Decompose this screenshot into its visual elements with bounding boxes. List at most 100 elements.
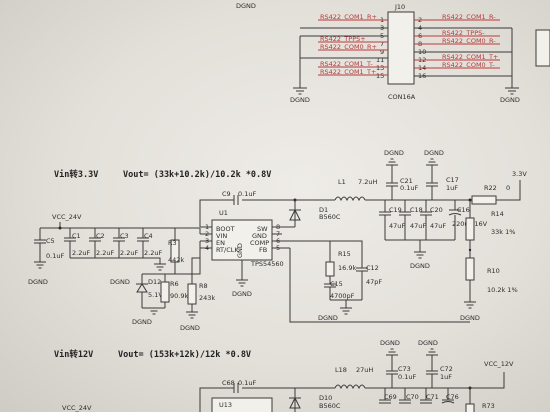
c9-ref: C9: [222, 190, 231, 198]
c18-ref: C18: [410, 206, 423, 214]
r22-ref: R22: [484, 184, 497, 192]
ic-u1: [211, 219, 273, 261]
d10-ref: D10: [319, 394, 332, 402]
u1-pin-rt: RT/CLK: [216, 246, 239, 254]
c73-gnd: DGND: [380, 339, 400, 347]
r15-ref: R15: [338, 250, 351, 258]
c5-value: 0.1uF: [46, 252, 64, 260]
c68-value: 0.1uF: [238, 379, 256, 387]
c69-ref: C69: [384, 393, 397, 401]
c5-gnd: DGND: [28, 278, 48, 286]
u1-pin-vin: VIN: [216, 232, 227, 240]
c17-gnd: DGND: [424, 149, 444, 157]
section1-title: Vin转3.3V: [54, 169, 98, 180]
net-label-right-3: RS422_COM0_R-: [442, 37, 496, 45]
ic-u13: [211, 397, 273, 412]
j10-gnd-left: DGND: [290, 96, 310, 104]
r6-ref: R6: [170, 280, 179, 288]
d12-ref: D12: [148, 278, 161, 286]
u1-gnd: DGND: [232, 290, 252, 298]
r14-value: 33k 1%: [491, 228, 515, 236]
j10-pin-7: 7: [380, 40, 384, 48]
net-label-left-3: RS422_COM0_R+: [320, 43, 377, 51]
c12-ref: C12: [366, 264, 379, 272]
net-3v3: 3.3V: [512, 170, 527, 178]
u1-pin-comp: COMP: [250, 239, 269, 247]
j10-pin-11: 11: [376, 56, 384, 64]
net-label-right-4: RS422_COM1_T+: [442, 53, 498, 61]
j10-pin-9: 9: [380, 48, 384, 56]
c9-value: 0.1uF: [238, 190, 256, 198]
c72-value: 1uF: [440, 373, 452, 381]
c21-ref: C21: [400, 177, 413, 185]
net-vcc12: VCC_12V: [484, 360, 514, 368]
net-label-left-2: RS422_TPPS+: [320, 35, 366, 43]
net-vcc24-2: VCC_24V: [62, 404, 92, 412]
r3-ref: R3: [168, 239, 177, 247]
net-label-left-5: RS422_COM1_T+: [320, 68, 376, 76]
u1-pin-gnd: GND: [252, 232, 267, 240]
r8-value: 243k: [199, 294, 215, 302]
c20-value: 47uF: [430, 222, 446, 230]
j10-ref: J10: [394, 3, 405, 11]
comp-gnd: DGND: [318, 314, 338, 322]
c1-4-gnd: DGND: [110, 278, 130, 286]
r15-value: 16.9k: [338, 264, 356, 272]
c15-value: 4700pF: [330, 292, 355, 300]
c1-ref: C1: [72, 232, 81, 240]
c3-value: 2.2uF: [120, 249, 138, 257]
u1-pin-sw: SW: [257, 225, 268, 233]
r73-ref: R73: [482, 402, 495, 410]
u1-pin-fb: FB: [259, 246, 267, 254]
c68-ref: C68: [222, 379, 235, 387]
net-label-right-2: RS422_TPPS-: [442, 29, 485, 37]
r10-gnd: DGND: [460, 314, 480, 322]
c4-value: 2.2uF: [144, 249, 162, 257]
l18-value: 27uH: [356, 366, 373, 374]
d1-ref: D1: [319, 206, 328, 214]
c21-gnd: DGND: [384, 149, 404, 157]
j10-pin-13: 13: [376, 64, 384, 72]
section2-title: Vin转12V: [54, 349, 93, 360]
d1-value: B560C: [319, 213, 341, 221]
r3-value: 442k: [168, 256, 184, 264]
c73-value: 0.1uF: [398, 373, 416, 381]
l18-ref: L18: [335, 366, 347, 374]
u13-ref: U13: [219, 401, 232, 409]
j10-gnd-right: DGND: [500, 96, 520, 104]
c72-gnd: DGND: [418, 339, 438, 347]
c70-ref: C70: [406, 393, 419, 401]
l1-ref: L1: [338, 178, 346, 186]
c18-value: 47uF: [410, 222, 426, 230]
r10-value: 10.2k 1%: [487, 286, 518, 294]
section1-formula: Vout= (33k+10.2k)/10.2k *0.8V: [123, 170, 271, 180]
c5-ref: C5: [46, 237, 55, 245]
c17-value: 1uF: [446, 184, 458, 192]
c76-ref: C76: [446, 393, 459, 401]
c16-ref: C16: [457, 206, 470, 214]
c71-ref: C71: [426, 393, 439, 401]
c4-ref: C4: [144, 232, 153, 240]
c21-value: 0.1uF: [400, 184, 418, 192]
net-vcc24: VCC_24V: [52, 213, 82, 221]
u1-ref: U1: [219, 209, 228, 217]
j10-part: CON16A: [388, 93, 416, 101]
c3-ref: C3: [120, 232, 129, 240]
r6-gnd: DGND: [132, 318, 152, 326]
net-label-left-1: RS422_COM1_R+: [320, 13, 377, 21]
r8-gnd: DGND: [180, 324, 200, 332]
u1-pin-en: EN: [216, 239, 225, 247]
net-label-right-1: RS422_COM1_R-: [442, 13, 496, 21]
r22-value: 0: [506, 184, 510, 192]
c72-ref: C72: [440, 365, 453, 373]
top-gnd-label: DGND: [236, 2, 256, 10]
d12-value: 5.1V: [148, 291, 163, 299]
u1-part: TPS54560: [250, 260, 284, 268]
c15-ref: C15: [330, 280, 343, 288]
section2-formula: Vout= (153k+12k)/12k *0.8V: [118, 350, 251, 360]
r6-value: 90.9k: [170, 292, 188, 300]
c19-ref: C19: [389, 206, 402, 214]
u1-pin-gnd-bottom: GND: [236, 243, 244, 258]
